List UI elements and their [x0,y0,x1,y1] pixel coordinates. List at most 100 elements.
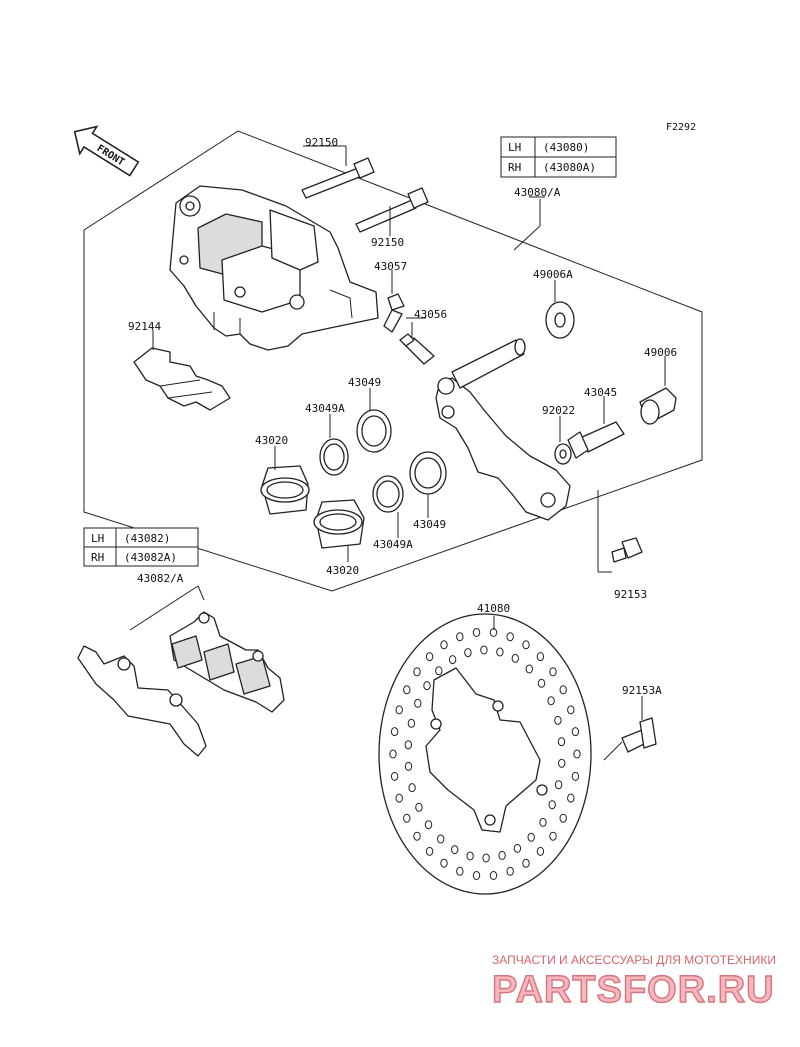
pad-table-lh: LH [91,532,104,545]
watermark-tagline: ЗАПЧАСТИ И АКСЕССУАРЫ ДЛЯ МОТОТЕХНИКИ [492,953,776,967]
pad-spring [133,347,231,411]
disc-hole [536,652,545,662]
disc-hole [511,653,519,663]
label-43049a-right: 43049A [373,538,413,551]
disc-hole [407,718,416,728]
label-43080a: 43080/A [514,186,561,199]
disc-hole [435,666,443,676]
disc-hole [395,793,403,803]
disc-hole [404,761,413,771]
disc-hole [537,678,546,688]
disc-hole [513,843,522,853]
dust-seal-upper [319,438,349,476]
figure-code: F2292 [666,122,696,133]
pad-table: LH (43082) RH (43082A) [83,527,199,567]
caliper-table: LH (43080) RH (43080A) [500,136,617,178]
leader-43082a [129,585,199,631]
label-92153a: 92153A [622,684,662,697]
disc-bolt [621,717,657,753]
disc-hole [424,820,433,830]
brake-pad-back [77,645,207,757]
label-43020-left: 43020 [255,434,288,447]
disc-hole [567,793,575,803]
label-92144: 92144 [128,320,161,333]
disc-hole [456,866,464,876]
boot-right [639,387,677,425]
label-92150-second: 92150 [371,236,404,249]
disc-hole [547,696,555,706]
label-49006: 49006 [644,346,677,359]
disc-hole [414,698,422,708]
disc-hole [557,737,566,747]
piston-seal-right [409,451,447,495]
disc-hole [472,628,481,637]
disc-hole [404,740,412,750]
caliper-assembly-frame [83,130,703,592]
label-43049-upper: 43049 [348,376,381,389]
disc-hole [567,705,575,715]
disc-hole [539,817,547,827]
caliper-table-lh-part: (43080) [543,141,589,154]
piston-upper [260,465,310,515]
disc-hole [423,681,431,691]
disc-vent-holes [389,628,581,880]
caliper-table-lh: LH [508,141,521,154]
disc-hole [522,640,530,650]
disc-hole [403,685,411,695]
slide-pin [451,338,526,389]
label-43049a-upper: 43049A [305,402,345,415]
label-92022: 92022 [542,404,575,417]
disc-hole [408,783,416,793]
caliper-pin-second [355,187,429,233]
disc-hole [425,846,434,856]
caliper-body [169,185,379,351]
disc-hole [559,685,567,695]
brake-disc [378,613,592,895]
disc-hole [559,813,567,823]
disc-hole [571,771,580,781]
disc-hole [480,645,488,655]
piston-seal-upper [356,409,392,453]
disc-hole [440,640,448,650]
disc-hole [506,866,514,876]
label-92153: 92153 [614,588,647,601]
disc-hole [415,802,423,812]
label-43082a: 43082/A [137,572,184,585]
disc-hole [489,871,498,880]
disc-hole [413,667,421,677]
label-41080: 41080 [477,602,510,615]
watermark-brand: PARTSFOR.RU [492,969,775,1011]
label-43020-lower: 43020 [326,564,359,577]
disc-hole [548,800,556,810]
pad-table-lh-part: (43082) [124,532,170,545]
disc-hole [464,648,472,658]
label-43045: 43045 [584,386,617,399]
disc-hole [482,853,490,863]
disc-hole [425,652,434,662]
dust-seal-right [372,475,404,513]
disc-hole [448,655,457,665]
disc-hole [571,727,580,737]
disc-hole [390,771,399,781]
label-43057: 43057 [374,260,407,273]
caliper-table-rh-part: (43080A) [543,161,596,174]
pad-table-rh-part: (43082A) [124,551,177,564]
label-43056: 43056 [414,308,447,321]
disc-hole [437,834,445,844]
caliper-pin-top [301,157,375,199]
disc-hole [522,858,530,868]
brake-pad-front [169,611,285,713]
pad-table-rh: RH [91,551,104,564]
disc-hole [389,749,397,759]
caliper-table-rh: RH [508,161,521,174]
disc-hole [558,758,566,768]
disc-hole [472,871,481,880]
label-92150-top: 92150 [305,136,338,149]
disc-hole [525,664,533,674]
disc-hole [554,780,563,790]
bleeder-valve [399,333,435,365]
disc-hole [536,846,545,856]
piston-lower [313,499,365,549]
caliper-bracket [435,377,571,521]
